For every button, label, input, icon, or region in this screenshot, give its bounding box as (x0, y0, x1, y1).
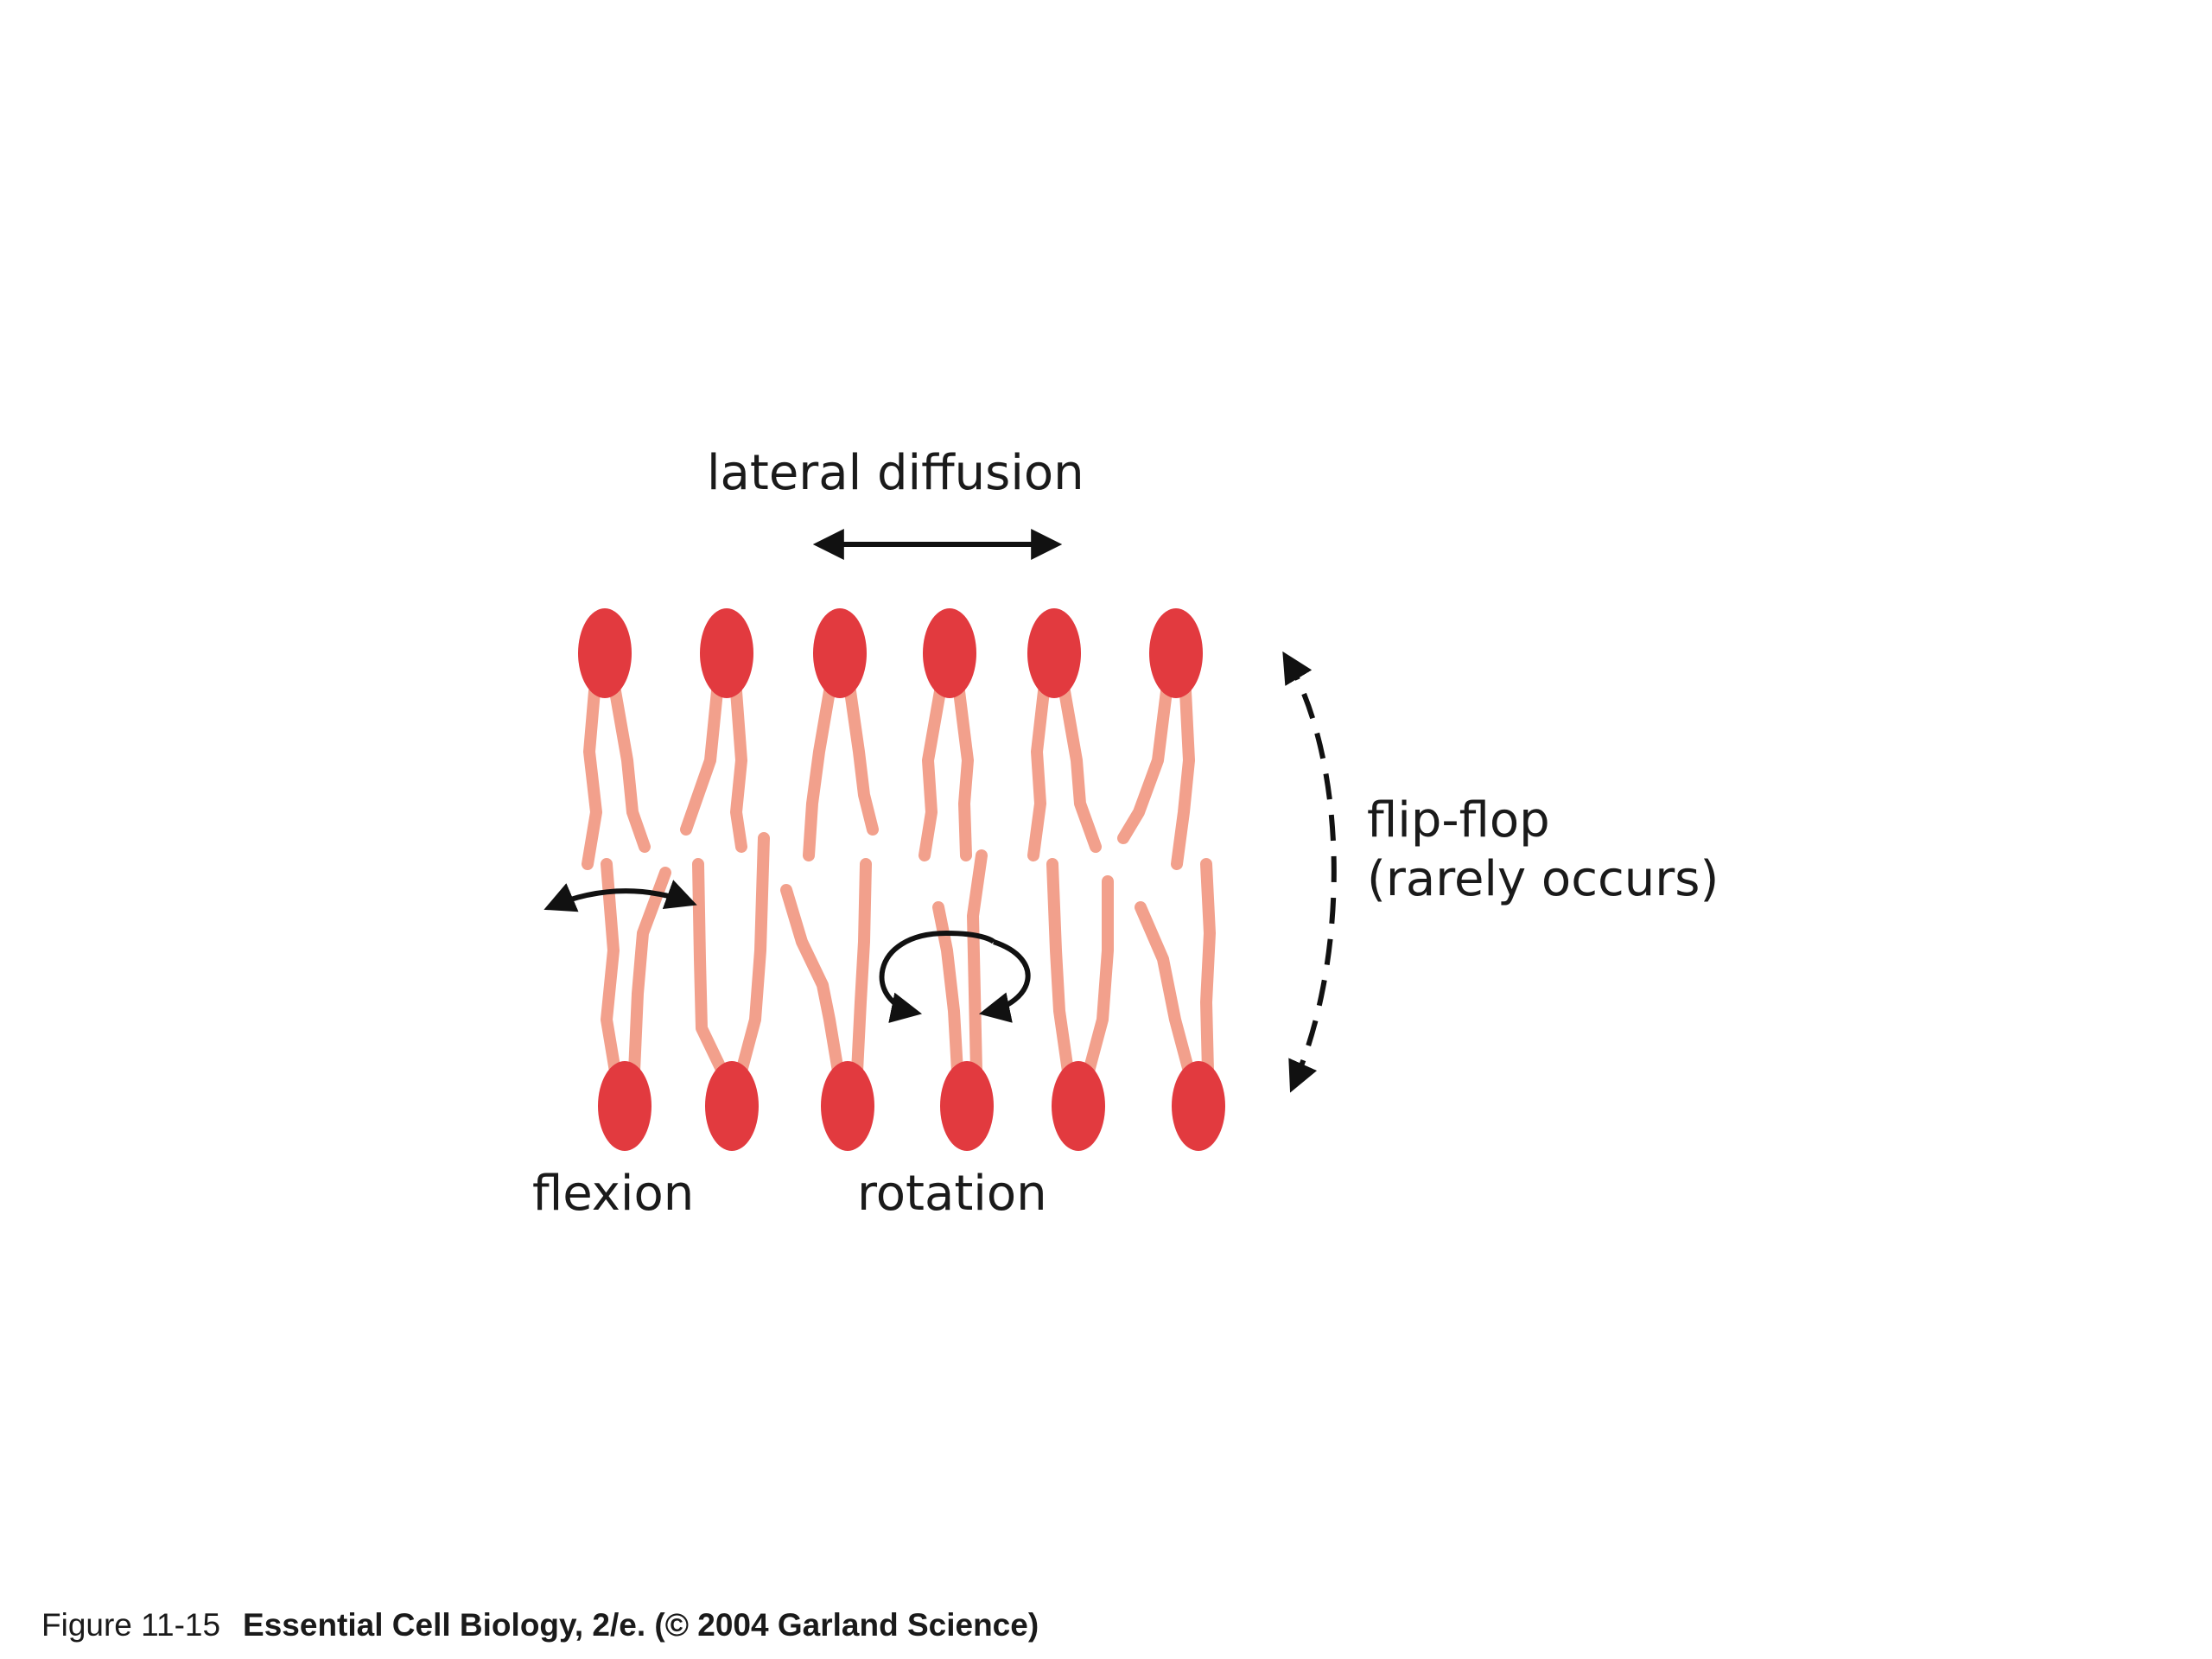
lipid-head (1052, 1061, 1105, 1151)
lipid-head (813, 608, 867, 698)
lipid-tail (735, 832, 770, 1077)
lipid-tail (918, 685, 946, 861)
lipid-tail (1027, 685, 1050, 861)
rotation-arrow-left (879, 930, 996, 1023)
lipid-tail (1083, 875, 1114, 1077)
lipid-tail (1135, 901, 1195, 1077)
lipid-tail (967, 849, 988, 1077)
flexion-label: flexion (532, 1166, 694, 1222)
lipid-head (578, 608, 632, 698)
lipid-head (598, 1061, 652, 1151)
lipid-tail (680, 685, 723, 836)
lipid-tail (1117, 685, 1173, 844)
rotation-label: rotation (857, 1166, 1047, 1222)
top-leaflet-heads (578, 608, 1203, 698)
lipid-head (923, 608, 976, 698)
lipid-tail (1171, 685, 1195, 870)
lipid-tail (851, 858, 872, 1077)
flip-flop-arrow (1282, 651, 1337, 1093)
lipid-tail (953, 685, 974, 861)
lipid-tail (692, 858, 728, 1077)
lipid-tail (582, 685, 602, 870)
lipid-tail (1200, 858, 1216, 1077)
lipid-tail (628, 867, 671, 1077)
lipid-tail (844, 685, 879, 836)
lipid-tail (601, 858, 621, 1077)
figure-source: Essential Cell Biology, 2/e. (© 2004 Gar… (243, 1607, 1039, 1643)
rarely-occurs-label: (rarely occurs) (1367, 851, 1719, 907)
top-leaflet-tails (582, 685, 1195, 870)
bottom-leaflet-tails (601, 832, 1216, 1077)
lipid-head (1172, 1061, 1225, 1151)
lipid-head (940, 1061, 994, 1151)
lipid-tail (730, 685, 747, 853)
flip-flop-label: flip-flop (1367, 792, 1550, 849)
lateral-diffusion-label: lateral diffusion (707, 445, 1084, 501)
lipid-tail (1058, 685, 1102, 853)
rotation-arrow-right (978, 939, 1031, 1023)
lipid-tail (932, 901, 963, 1077)
lipid-tail (803, 685, 836, 861)
lipid-head (705, 1061, 759, 1151)
lipid-tail (1046, 858, 1074, 1077)
figure-number: Figure 11-15 (41, 1607, 220, 1643)
lipid-tail (609, 685, 651, 853)
figure-caption: Figure 11-15 Essential Cell Biology, 2/e… (41, 1607, 1039, 1643)
lipid-tail (780, 884, 844, 1077)
lipid-head (821, 1061, 874, 1151)
lipid-head (1149, 608, 1203, 698)
rotation-arrow (879, 930, 1031, 1023)
lipid-head (1027, 608, 1081, 698)
flexion-arrow (543, 880, 697, 912)
bottom-leaflet-heads (598, 1061, 1225, 1151)
lipid-head (700, 608, 753, 698)
